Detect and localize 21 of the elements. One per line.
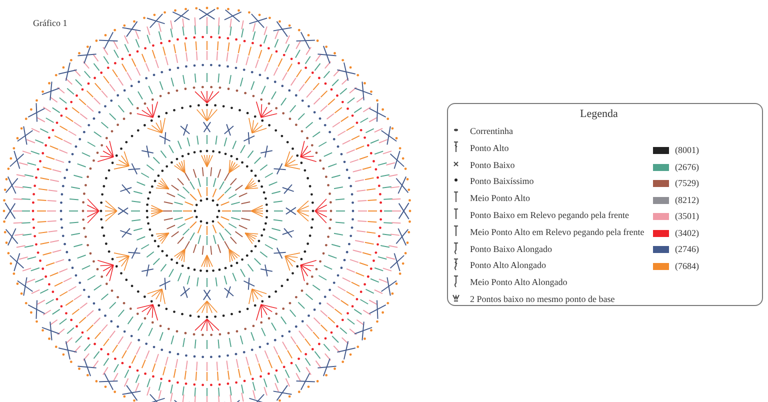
legend-label: Ponto Baixo em Relevo pegando pela frente [470,210,629,221]
legend-label: Ponto Baixíssimo [470,176,534,188]
chart-title: Gráfico 1 [33,18,68,29]
legend-label: (2746) [675,244,699,255]
legend-label: (8212) [675,194,699,206]
legend-label: Correntinha [470,126,513,137]
legend-label: (7684) [675,260,699,272]
legend-label: (8001) [675,145,699,156]
legend-label: Ponto Alto Alongado [470,260,546,272]
legend-label: (3501) [675,211,699,222]
legend-label: (2676) [675,162,699,172]
legend-label: (7529) [675,178,699,189]
legend-heading: Legenda [580,109,618,120]
legend-label: Ponto Baixo [470,160,515,171]
legend-label: Ponto Baixo Alongado [470,244,552,255]
legend-label: Ponto Alto [470,142,509,154]
legend-label: 2 Pontos baixo no mesmo ponto de base [470,294,615,305]
legend-label: (3402) [675,228,699,238]
legend-label: Meio Ponto Alto [470,193,530,204]
legend-label: Meio Ponto Alto Alongado [470,277,568,288]
legend-label: Meio Ponto Alto em Relevo pegando pela frente [470,226,644,238]
